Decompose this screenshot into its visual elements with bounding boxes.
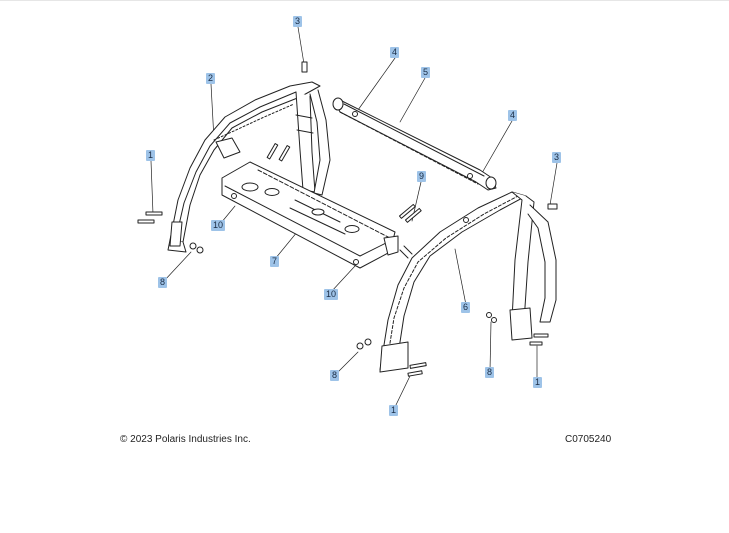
callout-9[interactable]: 9 (417, 171, 427, 182)
callout-6[interactable]: 6 (461, 302, 471, 313)
callout-1-left[interactable]: 1 (146, 150, 156, 161)
top-crossbar (332, 97, 497, 191)
callout-8-right[interactable]: 8 (485, 367, 495, 378)
callout-8-left[interactable]: 8 (158, 277, 168, 288)
callout-1-right[interactable]: 1 (533, 377, 543, 388)
diagram-code: C0705240 (565, 434, 612, 445)
top-rule (0, 0, 729, 1)
callout-2[interactable]: 2 (206, 73, 216, 84)
left-side-frame (167, 81, 331, 253)
right-side-frame (379, 191, 557, 373)
callout-5[interactable]: 5 (421, 67, 431, 78)
center-panel (221, 161, 399, 269)
callout-4-right[interactable]: 4 (508, 110, 518, 121)
copyright-text: © 2023 Polaris Industries Inc. (120, 434, 251, 445)
callout-3-right[interactable]: 3 (552, 152, 562, 163)
callout-7[interactable]: 7 (270, 256, 280, 267)
callout-3-top[interactable]: 3 (293, 16, 303, 27)
callout-4-top[interactable]: 4 (390, 47, 400, 58)
callout-8-bottom[interactable]: 8 (330, 370, 340, 381)
callout-1-bottom[interactable]: 1 (389, 405, 399, 416)
fasteners (137, 61, 558, 377)
callout-10-left[interactable]: 10 (211, 220, 226, 231)
callout-10-center[interactable]: 10 (324, 289, 339, 300)
